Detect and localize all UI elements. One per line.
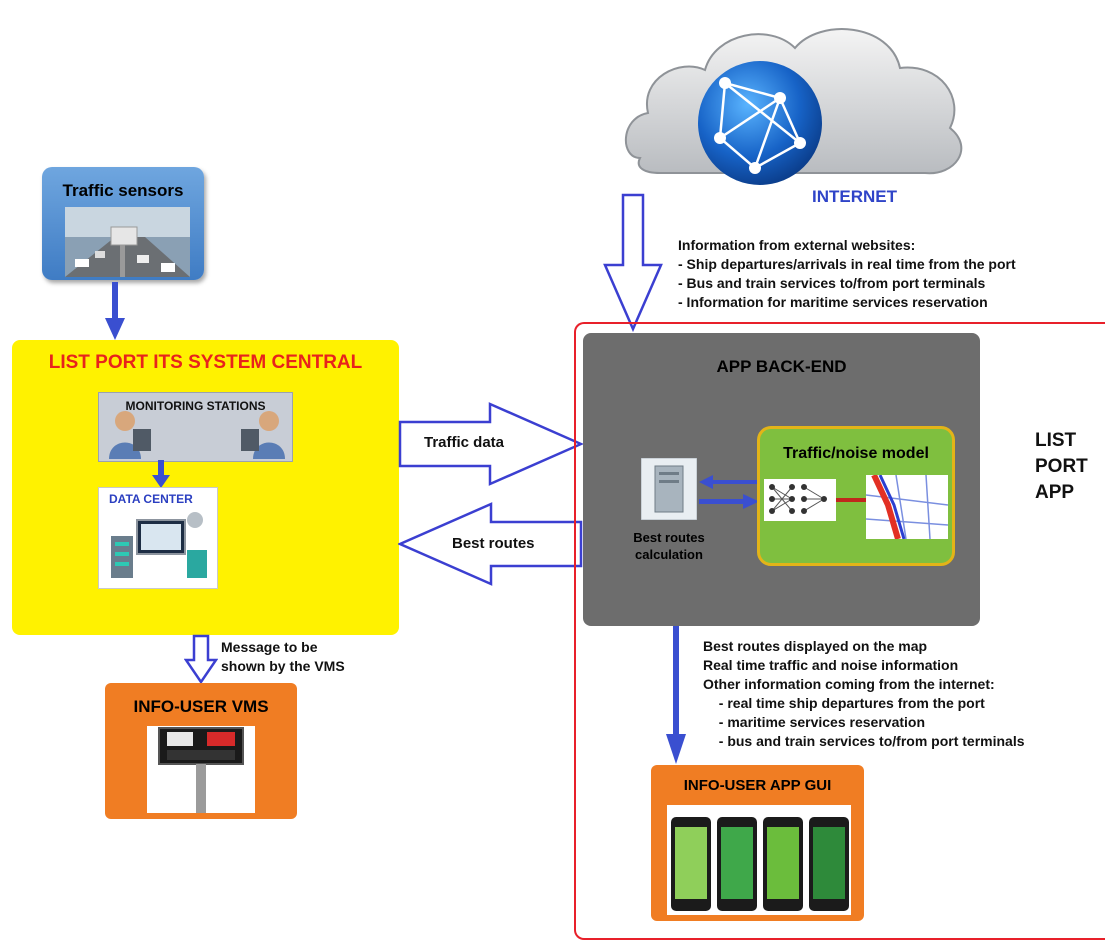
external-info-line: - Information for maritime services rese…: [678, 294, 988, 310]
best-routes-label: Best routes: [452, 535, 535, 552]
gui-info-line: Other information coming from the intern…: [703, 676, 995, 692]
model-exchange-arrows: [699, 475, 759, 509]
traffic-camera-photo: [65, 207, 190, 277]
monitoring-to-datacenter-arrow: [152, 460, 170, 488]
traffic-data-label: Traffic data: [424, 434, 505, 451]
vms-message-line: Message to be: [221, 639, 318, 655]
external-info-line: - Ship departures/arrivals in real time …: [678, 256, 1016, 272]
traffic-noise-model-box: Traffic/noise model: [757, 426, 955, 566]
app-label-line: APP: [1035, 482, 1075, 503]
gui-info-line: - bus and train services to/from port te…: [711, 733, 1025, 749]
traffic-sensors-box: Traffic sensors: [42, 167, 204, 280]
vms-title: INFO-USER VMS: [133, 697, 269, 716]
sensors-to-central-arrow: [105, 282, 125, 340]
calc-line: Best routes: [633, 530, 705, 545]
calc-line: calculation: [635, 547, 703, 562]
its-system-central-box: LIST PORT ITS SYSTEM CENTRAL MONITORING …: [12, 340, 399, 635]
internet-label: INTERNET: [812, 187, 897, 206]
app-label-line: PORT: [1035, 456, 1088, 477]
monitoring-stations-panel: MONITORING STATIONS: [98, 392, 293, 462]
gui-title: INFO-USER APP GUI: [683, 777, 832, 794]
external-info-line: Information from external websites:: [678, 237, 916, 253]
list-port-app-frame: [574, 322, 1105, 940]
operator-icon: [109, 411, 151, 459]
best-routes-arrow: [398, 502, 583, 586]
server-icon: [641, 458, 697, 520]
road-map-icon: [866, 475, 948, 539]
gui-info-line: - real time ship departures from the por…: [711, 695, 985, 711]
vms-message-line: shown by the VMS: [221, 658, 345, 674]
data-center-label: DATA CENTER: [109, 492, 193, 506]
gui-info-text: Best routes displayed on the map Real ti…: [703, 637, 1025, 751]
neural-network-icon: [764, 479, 836, 521]
backend-title: APP BACK-END: [716, 357, 847, 376]
external-info-text: Information from external websites: - Sh…: [678, 236, 1016, 312]
best-routes-calculation-label: Best routes calculation: [619, 529, 719, 563]
traffic-sensors-title: Traffic sensors: [62, 181, 184, 200]
operator-icon: [241, 411, 285, 459]
gui-info-line: Best routes displayed on the map: [703, 638, 928, 654]
vms-message-text: Message to be shown by the VMS: [221, 638, 345, 676]
gui-info-line: - maritime services reservation: [711, 714, 926, 730]
vms-photo: [147, 726, 255, 813]
info-user-app-gui-box: INFO-USER APP GUI: [651, 765, 864, 921]
data-center-panel: DATA CENTER: [98, 487, 218, 589]
app-label-line: LIST: [1035, 430, 1077, 451]
backend-to-gui-arrow: [666, 626, 686, 764]
monitoring-stations-label: MONITORING STATIONS: [125, 399, 266, 413]
smartphones-image: [667, 805, 851, 915]
central-to-vms-arrow: [184, 634, 218, 684]
data-center-icon: [111, 512, 207, 578]
internet-to-backend-arrow: [603, 193, 663, 333]
model-title: Traffic/noise model: [783, 445, 929, 462]
info-user-vms-box: INFO-USER VMS: [105, 683, 297, 819]
external-info-line: - Bus and train services to/from port te…: [678, 275, 986, 291]
internet-cloud-icon: [625, 28, 963, 185]
list-port-app-label: LIST PORT APP: [1035, 428, 1088, 506]
traffic-data-arrow: [398, 402, 584, 486]
model-link-line: [836, 498, 866, 502]
gui-info-line: Real time traffic and noise information: [703, 657, 959, 673]
central-title: LIST PORT ITS SYSTEM CENTRAL: [48, 352, 363, 373]
